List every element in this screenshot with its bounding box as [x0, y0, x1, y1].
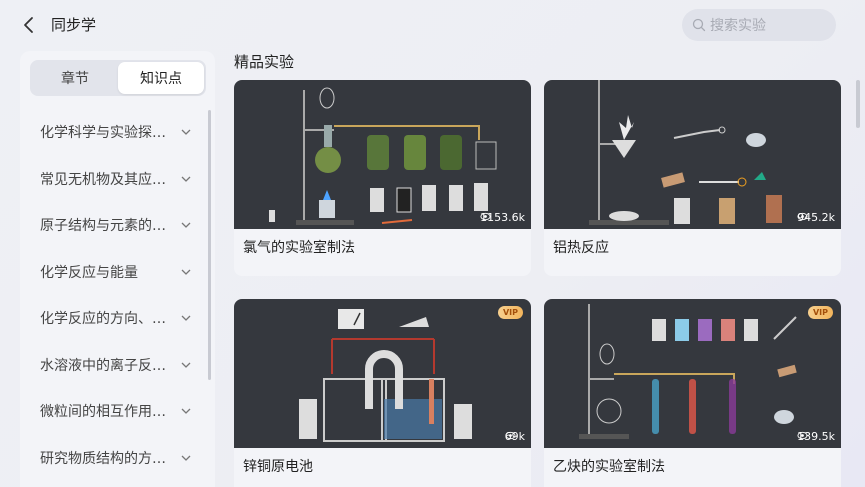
list-item-label: 化学反应与能量	[40, 264, 138, 281]
page-title: 同步学	[51, 16, 97, 34]
search-icon	[692, 18, 706, 32]
list-item[interactable]: 微粒间的相互作用…	[20, 388, 215, 435]
experiment-thumbnail: 945.2k	[544, 80, 841, 229]
chevron-down-icon	[181, 176, 191, 182]
list-item[interactable]: 水溶液中的离子反…	[20, 342, 215, 389]
tab-chapter[interactable]: 章节	[61, 71, 89, 87]
apparatus-illustration	[299, 309, 472, 442]
search-placeholder: 搜索实验	[710, 18, 766, 34]
chevron-down-icon	[181, 455, 191, 461]
list-item-label: 化学反应的方向、…	[40, 311, 166, 328]
view-count: 1153.6k	[480, 211, 525, 224]
experiment-name: 锌铜原电池	[243, 459, 313, 475]
experiment-card-chlorine[interactable]: 1153.6k 氯气的实验室制法	[234, 80, 531, 276]
list-item-label: 化学科学与实验探…	[40, 125, 166, 142]
list-item-label: 水溶液中的离子反…	[40, 357, 166, 374]
eye-icon	[480, 212, 491, 221]
section-title: 精品实验	[234, 53, 295, 71]
chevron-down-icon	[181, 362, 191, 368]
segment-control: 章节 知识点	[30, 60, 206, 96]
experiment-name: 氯气的实验室制法	[243, 240, 355, 256]
chevron-down-icon	[181, 408, 191, 414]
experiment-thumbnail: 1153.6k	[234, 80, 531, 229]
main-scrollbar[interactable]	[856, 80, 860, 128]
list-item[interactable]: 研究物质结构的方…	[20, 435, 215, 482]
experiment-thumbnail: VIP 139.5k	[544, 299, 841, 448]
experiment-card-thermite[interactable]: 945.2k 铝热反应	[544, 80, 841, 276]
view-count: 69k	[505, 430, 525, 443]
view-count-value: 1153.6k	[480, 211, 525, 224]
list-item-label: 原子结构与元素的…	[40, 218, 166, 235]
chevron-down-icon	[181, 315, 191, 321]
experiment-thumbnail: VIP 69k	[234, 299, 531, 448]
experiment-card-zinc-copper-cell[interactable]: VIP 69k 锌铜原电池	[234, 299, 531, 487]
experiment-name: 铝热反应	[553, 240, 609, 256]
eye-icon	[797, 212, 808, 221]
sidebar-scrollbar[interactable]	[208, 110, 211, 380]
back-arrow-icon[interactable]	[18, 14, 40, 36]
chevron-down-icon	[181, 129, 191, 135]
vip-badge: VIP	[808, 306, 833, 319]
apparatus-illustration	[589, 80, 782, 225]
experiment-card-acetylene[interactable]: VIP 139.5k 乙炔的实验室制法	[544, 299, 841, 487]
view-count: 139.5k	[797, 430, 835, 443]
topic-list: 化学科学与实验探… 常见无机物及其应… 原子结构与元素的… 化学反应与能量 化学…	[20, 109, 215, 481]
list-item[interactable]: 化学反应的方向、…	[20, 295, 215, 342]
eye-icon	[505, 431, 516, 440]
chevron-down-icon	[181, 222, 191, 228]
list-item[interactable]: 化学反应与能量	[20, 249, 215, 296]
list-item-label: 研究物质结构的方…	[40, 450, 166, 467]
chevron-down-icon	[181, 269, 191, 275]
top-bar: 同步学 搜索实验	[0, 0, 865, 50]
list-item-label: 微粒间的相互作用…	[40, 404, 166, 421]
sidebar: 章节 知识点 化学科学与实验探… 常见无机物及其应… 原子结构与元素的… 化学反…	[20, 51, 215, 487]
tab-knowledge-point[interactable]: 知识点	[118, 62, 204, 94]
apparatus-illustration	[579, 304, 797, 439]
view-count: 945.2k	[797, 211, 835, 224]
vip-badge: VIP	[498, 306, 523, 319]
apparatus-illustration	[269, 87, 497, 225]
list-item[interactable]: 原子结构与元素的…	[20, 202, 215, 249]
list-item-label: 常见无机物及其应…	[40, 171, 166, 188]
list-item[interactable]: 常见无机物及其应…	[20, 156, 215, 203]
list-item[interactable]: 化学科学与实验探…	[20, 109, 215, 156]
eye-icon	[797, 431, 808, 440]
experiment-name: 乙炔的实验室制法	[553, 459, 665, 475]
search-box[interactable]: 搜索实验	[682, 9, 836, 41]
